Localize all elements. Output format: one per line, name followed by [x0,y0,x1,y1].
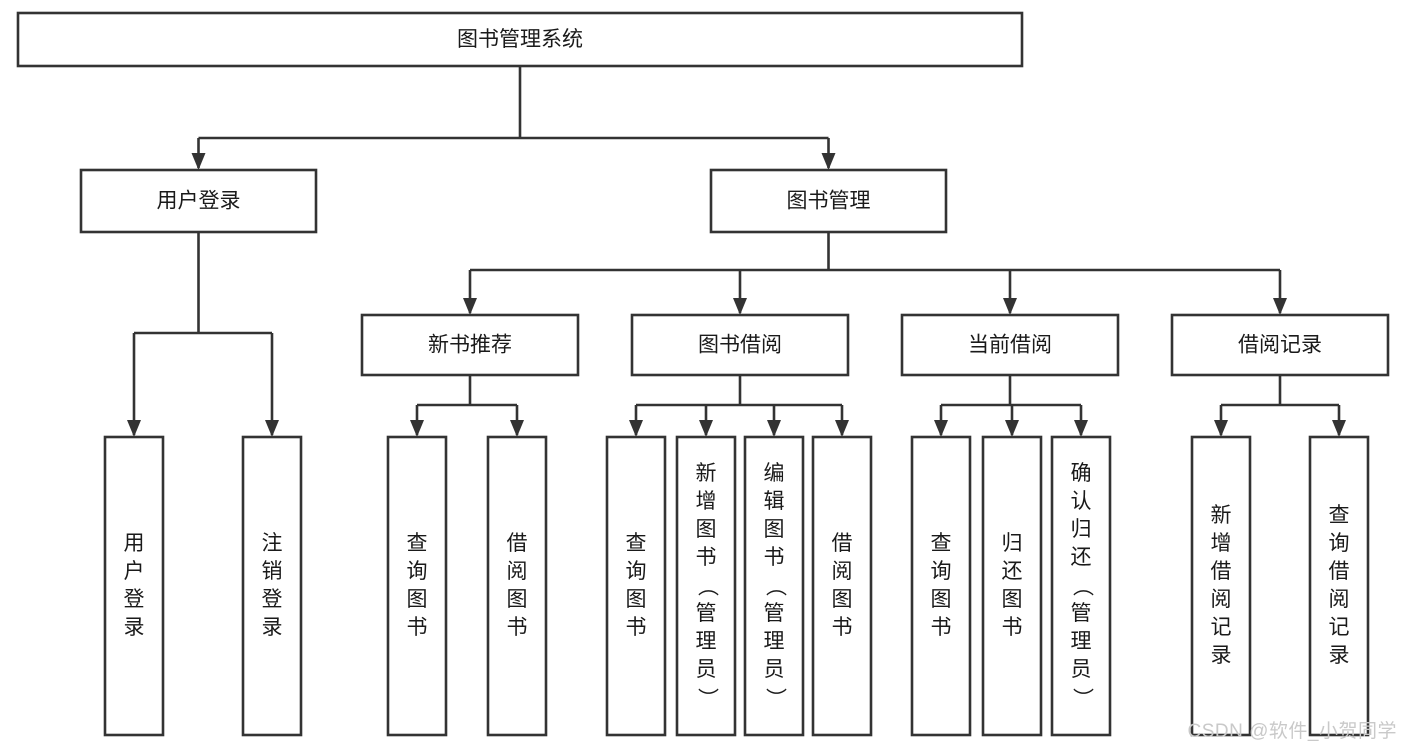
arrow-head-icon-leaf-add-record [1214,420,1228,437]
arrow-head-icon-leaf-return-book [1005,420,1019,437]
arrow-head-icon-leaf-query-book-3 [934,420,948,437]
arrow-head-icon-leaf-borrow-book-2 [835,420,849,437]
node-box-leaf-query-book-3[interactable] [910,435,972,737]
arrow-head-icon-leaf-confirm-return [1074,420,1088,437]
node-box-borrow-record[interactable] [1170,313,1390,377]
node-box-current-borrow[interactable] [900,313,1120,377]
node-label-new-book-recommend: 新书推荐 [428,334,512,357]
node-label-user-login: 用户登录 [157,190,241,213]
arrow-head-icon-borrow-record [1273,298,1287,315]
connectors-layer [127,66,1346,437]
node-box-leaf-query-record[interactable] [1308,435,1370,737]
node-label-root: 图书管理系统 [457,28,583,51]
arrow-head-icon-leaf-edit-book [767,420,781,437]
arrow-head-icon-book-borrow [733,298,747,315]
node-box-new-book-recommend[interactable] [360,313,580,377]
arrow-head-icon-leaf-logout [265,420,279,437]
arrow-head-icon-user-login [191,153,206,170]
node-box-leaf-return-book[interactable] [981,435,1043,737]
node-label-book-borrow: 图书借阅 [698,334,782,357]
arrow-head-icon-leaf-add-book [699,420,713,437]
arrow-head-icon-leaf-query-book-2 [629,420,643,437]
arrow-head-icon-leaf-query-record [1332,420,1346,437]
arrow-head-icon-current-borrow [1003,298,1017,315]
node-box-leaf-user-login[interactable] [103,435,165,737]
node-box-leaf-query-book-2[interactable] [605,435,667,737]
arrow-head-icon-leaf-borrow-book-1 [510,420,524,437]
node-box-leaf-add-record[interactable] [1190,435,1252,737]
node-box-leaf-add-book[interactable] [675,435,737,737]
node-box-book-manage[interactable] [709,168,948,234]
node-box-book-borrow[interactable] [630,313,850,377]
node-box-leaf-logout[interactable] [241,435,303,737]
node-label-book-manage: 图书管理 [787,190,871,213]
boxes-layer [16,11,1390,737]
node-box-leaf-borrow-book-2[interactable] [811,435,873,737]
node-box-leaf-borrow-book-1[interactable] [486,435,548,737]
node-box-leaf-edit-book[interactable] [743,435,805,737]
node-box-leaf-confirm-return[interactable] [1050,435,1112,737]
node-box-root[interactable] [16,11,1024,68]
csdn-watermark: CSDN @软件_小贺同学 [1187,721,1397,742]
arrow-head-icon-leaf-user-login [127,420,141,437]
node-label-current-borrow: 当前借阅 [968,334,1052,357]
node-box-user-login[interactable] [79,168,318,234]
node-label-borrow-record: 借阅记录 [1238,334,1322,357]
arrow-head-icon-leaf-query-book-1 [410,420,424,437]
arrow-head-icon-book-manage [821,153,836,170]
arrow-head-icon-new-book-recommend [463,298,477,315]
node-box-leaf-query-book-1[interactable] [386,435,448,737]
